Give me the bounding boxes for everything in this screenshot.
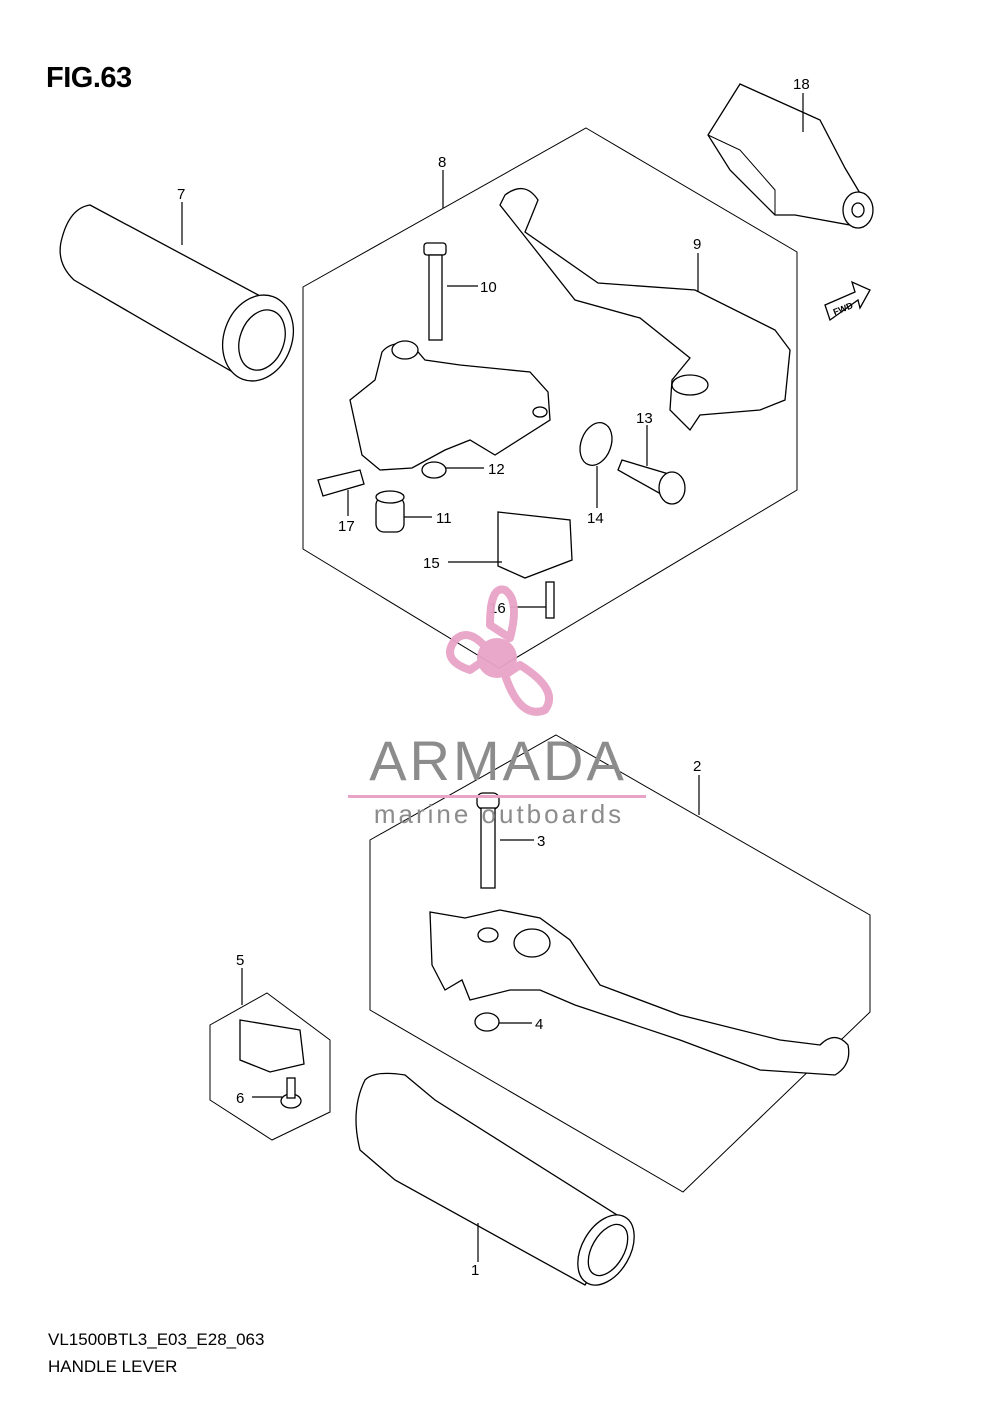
callout-numbers: 1 2 3 4 5 6 7 8 9 10 11 12 13 14 15 16 1… (177, 76, 855, 1279)
figure-title: FIG.63 (46, 62, 132, 94)
callout-10: 10 (480, 279, 497, 296)
assembly-outline-lower (369, 734, 871, 1193)
part-switch-upper (497, 511, 573, 579)
callout-17: 17 (338, 518, 355, 535)
part-bush (375, 490, 405, 533)
part-switch-lower (239, 1019, 305, 1073)
callout-8: 8 (438, 154, 446, 171)
part-clutch-lever (499, 188, 791, 432)
callout-leaders (181, 93, 804, 1262)
callout-12: 12 (488, 461, 505, 478)
callout-18: 18 (793, 76, 810, 93)
watermark-tagline: marine outboards (373, 799, 625, 829)
callout-13: 13 (636, 410, 653, 427)
part-washer (579, 422, 613, 466)
callout-7: 7 (177, 186, 185, 203)
watermark-brand: ARMADA (369, 729, 627, 792)
callout-15: 15 (423, 555, 440, 572)
callout-2: 2 (693, 758, 701, 775)
callout-4: 4 (535, 1016, 543, 1033)
callout-5: 5 (236, 952, 244, 969)
part-bolt-upper (423, 242, 447, 341)
callout-6: 6 (236, 1090, 244, 1107)
part-throttle-grip (355, 1072, 635, 1286)
part-screw-16 (545, 581, 555, 619)
watermark-divider (348, 795, 646, 798)
assembly-outline-switch (209, 992, 331, 1141)
part-grip-left (59, 204, 294, 382)
part-lever-holder (349, 340, 551, 471)
part-nut-lower (474, 1012, 500, 1032)
callout-3: 3 (537, 833, 545, 850)
part-nut-upper (421, 461, 447, 479)
fwd-direction-arrow (824, 280, 871, 322)
callout-1: 1 (471, 1262, 479, 1279)
callout-11: 11 (436, 510, 452, 527)
part-adjuster (617, 459, 686, 505)
part-brake-lever (429, 909, 850, 1076)
part-screw-17 (317, 469, 365, 497)
callout-9: 9 (693, 236, 701, 253)
diagram-code: VL1500BTL3_E03_E28_063 (48, 1330, 265, 1349)
watermark-logo-icon (446, 585, 553, 716)
part-lever-cover (707, 83, 874, 229)
diagram-name: HANDLE LEVER (48, 1357, 178, 1376)
part-screw-6 (280, 1077, 302, 1109)
callout-14: 14 (587, 510, 604, 527)
